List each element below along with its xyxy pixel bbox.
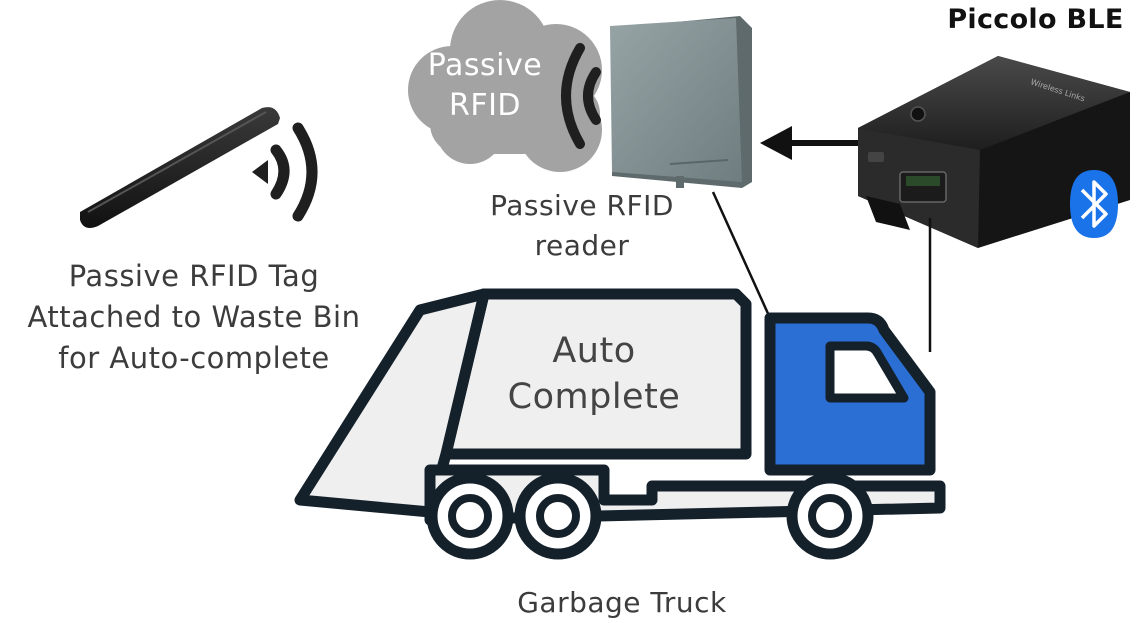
truck-label: Garbage Truck (517, 586, 727, 619)
arrow-left-icon (760, 126, 860, 160)
cloud-label: Passive RFID (427, 48, 543, 123)
rfid-reader-icon (610, 16, 752, 188)
reader-label: Passive RFID reader (490, 189, 674, 262)
piccolo-device-icon: Wireless Links (858, 56, 1130, 248)
piccolo-title: Piccolo BLE (947, 4, 1124, 35)
bluetooth-icon (1070, 170, 1118, 238)
cargo-label: Auto Complete (507, 331, 681, 417)
wireless-signal-icon (252, 122, 318, 222)
garbage-truck-icon (294, 288, 946, 560)
rfid-tag-icon (80, 107, 280, 228)
tag-label: Passive RFID Tag Attached to Waste Bin f… (27, 259, 361, 375)
reader-signal-icon (561, 43, 601, 149)
cloud-shape (408, 0, 602, 172)
connection-wires (711, 191, 932, 352)
